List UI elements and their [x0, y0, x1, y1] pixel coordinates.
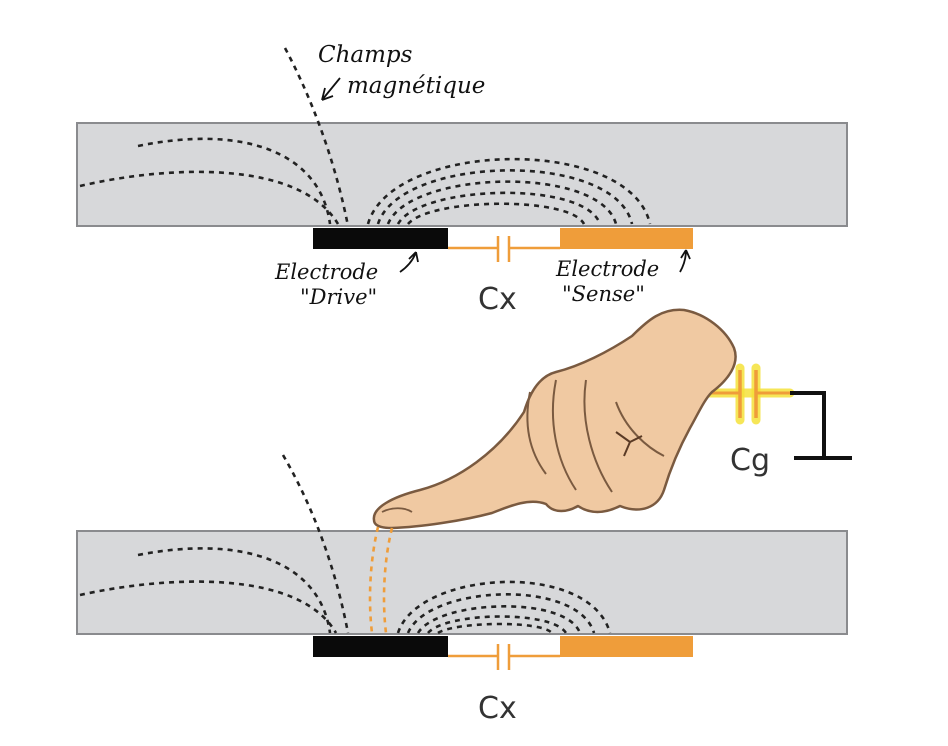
- magnetic-field-label: Champs magnétique: [318, 42, 485, 101]
- bottom-glass-panel: [76, 530, 848, 635]
- svg-text:magnétique: magnétique: [347, 73, 485, 99]
- top-sense-electrode: [560, 228, 693, 249]
- top-capacitor-icon: [448, 236, 560, 262]
- bottom-capacitor-icon: [448, 644, 560, 670]
- bottom-sense-electrode: [560, 636, 693, 657]
- svg-text:Champs: Champs: [318, 42, 413, 68]
- top-drive-electrode: [313, 228, 448, 249]
- top-field-lines: [79, 47, 652, 227]
- svg-text:Electrode: Electrode: [555, 257, 659, 281]
- svg-text:"Sense": "Sense": [562, 282, 645, 306]
- cx-bottom-label: Cx: [478, 691, 517, 726]
- svg-text:"Drive": "Drive": [300, 285, 377, 309]
- cx-top-label: Cx: [478, 282, 517, 317]
- bottom-field-lines: [79, 454, 612, 635]
- ground-symbol-icon: [790, 391, 852, 460]
- bottom-sensor-section: Cx: [76, 454, 848, 726]
- svg-text:Electrode: Electrode: [274, 260, 378, 284]
- field-arrow-icon: [321, 77, 341, 101]
- ground-capacitor-icon: [697, 363, 795, 425]
- drive-electrode-label: Electrode "Drive": [274, 251, 419, 309]
- sense-electrode-label: Electrode "Sense": [555, 249, 691, 306]
- drive-arrow-icon: [399, 251, 419, 273]
- finger-touch-group: Cg: [372, 308, 852, 530]
- diverted-field-lines: [368, 526, 394, 634]
- top-sensor-section: Cx Champs magnétique Electrode "Drive" E…: [76, 42, 848, 317]
- hand-pointing-icon: [372, 308, 737, 530]
- cg-label: Cg: [730, 443, 770, 478]
- bottom-drive-electrode: [313, 636, 448, 657]
- sense-arrow-icon: [679, 249, 691, 273]
